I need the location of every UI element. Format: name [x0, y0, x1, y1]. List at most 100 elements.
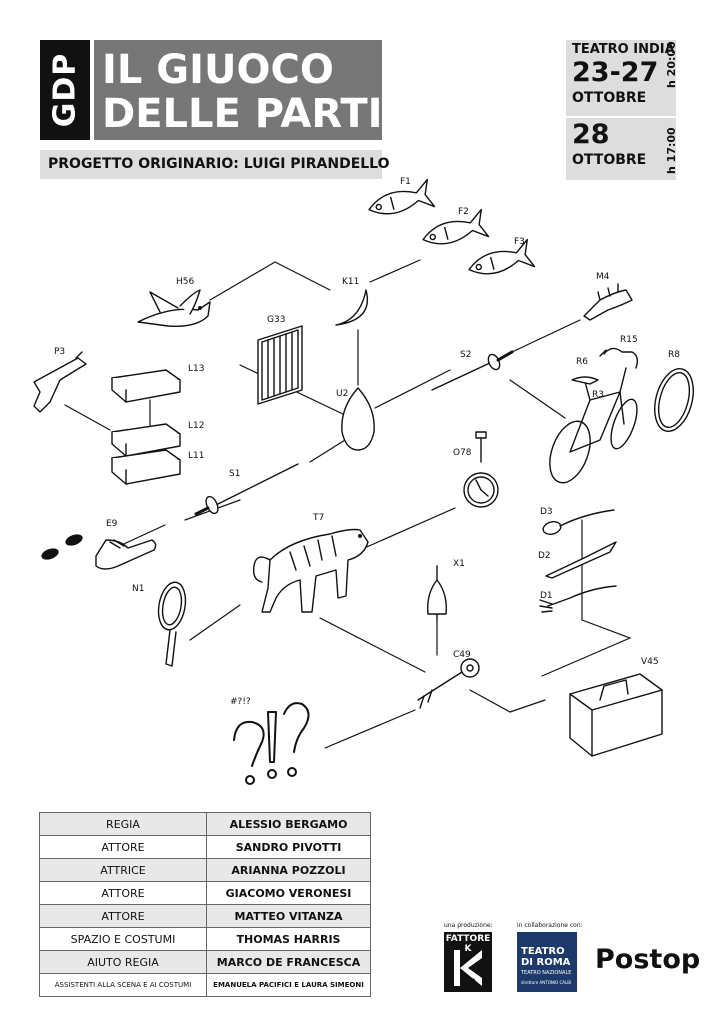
table-row: ATTORE GIACOMO VERONESI	[39, 881, 371, 905]
stopwatch-icon	[463, 431, 499, 508]
fish-icon	[422, 208, 490, 245]
credit-name: ALESSIO BERGAMO	[206, 812, 371, 836]
date-box: TEATRO INDIA 23-27 OTTOBRE h 20:00 28 OT…	[566, 40, 678, 180]
table-row: ATTRICE ARIANNA POZZOLI	[39, 858, 371, 882]
handlebar-icon	[599, 347, 639, 369]
sword-icon	[194, 463, 299, 516]
fish-icon	[368, 178, 436, 215]
label-r15: R15	[620, 335, 638, 345]
book-icon	[111, 449, 181, 485]
label-e9: E9	[106, 519, 118, 529]
label-x1: X1	[453, 559, 465, 569]
credit-name: MATTEO VITANZA	[206, 904, 371, 928]
venue: TEATRO INDIA	[572, 42, 675, 57]
label-v45: V45	[641, 657, 659, 667]
label-s2: S2	[460, 350, 471, 360]
label-d2: D2	[538, 551, 551, 561]
subtitle-bar: PROGETTO ORIGINARIO: LUIGI PIRANDELLO	[40, 150, 390, 179]
label-p3: P3	[54, 347, 65, 357]
table-row: SPAZIO E COSTUMI THOMAS HARRIS	[39, 927, 371, 951]
date-divider	[566, 116, 676, 118]
label-r3: R3	[592, 390, 604, 400]
label-question: #?!?	[230, 697, 251, 707]
label-r8: R8	[668, 350, 680, 360]
label-k11: K11	[342, 277, 359, 287]
table-row: REGIA ALESSIO BERGAMO	[39, 812, 371, 836]
footprints-icon	[41, 534, 83, 560]
label-t7: T7	[312, 513, 324, 523]
collaboration-label: in collaborazione con:	[517, 922, 583, 929]
question-marks-icon	[233, 702, 310, 785]
label-h56: H56	[176, 277, 194, 287]
object-labels: F1 F2 F3 H56 K11 M4 G33 P3 L13 L12 L11 U…	[54, 177, 680, 707]
ring-icon	[654, 368, 694, 432]
bell-icon	[427, 565, 447, 621]
label-u2: U2	[336, 389, 348, 399]
fattore-k-logo: FATTORE K	[444, 932, 492, 992]
label-s1: S1	[229, 469, 240, 479]
teatro-di-roma-logo: TEATRO DI ROMA TEATRO NAZIONALE direttor…	[517, 932, 577, 992]
credit-name: EMANUELA PACIFICI E LAURA SIMEONI	[206, 973, 371, 997]
credit-role: ATTORE	[39, 881, 207, 905]
label-o78: O78	[453, 448, 472, 458]
tiger-icon	[252, 528, 369, 613]
mirror-icon	[157, 581, 187, 667]
postop-logo: Postop	[595, 944, 701, 975]
label-n1: N1	[132, 584, 144, 594]
title-line-2: DELLE PARTI	[102, 91, 383, 137]
teatro-subtitle: TEATRO NAZIONALE	[521, 970, 572, 976]
object-map-illustration: F1 F2 F3 H56 K11 M4 G33 P3 L13 L12 L11 U…	[33, 177, 694, 785]
teatro-name-line-2: DI ROMA	[521, 957, 571, 968]
book-icon	[111, 423, 181, 457]
credit-role: ASSISTENTI ALLA SCENA E AI COSTUMI	[39, 973, 207, 997]
label-c49: C49	[453, 650, 471, 660]
moon-icon	[335, 289, 368, 326]
label-l12: L12	[188, 421, 204, 431]
suitcase-icon	[569, 673, 663, 757]
label-l11: L11	[188, 451, 204, 461]
date-single-month: OTTOBRE	[572, 152, 647, 168]
bicycle-icon	[549, 367, 638, 484]
credit-name: MARCO DE FRANCESCA	[206, 950, 371, 974]
acronym-block: GDP	[40, 40, 90, 140]
table-row: ASSISTENTI ALLA SCENA E AI COSTUMI EMANU…	[39, 973, 371, 997]
label-f3: F3	[514, 237, 525, 247]
production-label: una produzione:	[444, 922, 493, 929]
credit-role: ATTORE	[39, 904, 207, 928]
credit-role: REGIA	[39, 812, 207, 836]
glove-icon	[583, 283, 633, 321]
credit-role: SPAZIO E COSTUMI	[39, 927, 207, 951]
label-r6: R6	[576, 357, 588, 367]
date-range: 23-27	[572, 57, 659, 88]
sword-icon	[431, 350, 514, 391]
egg-icon	[341, 387, 375, 451]
label-d1: D1	[540, 591, 553, 601]
credit-name: SANDRO PIVOTTI	[206, 835, 371, 859]
teatro-name-line-1: TEATRO	[521, 946, 565, 957]
spoon-icon	[542, 509, 615, 535]
label-d3: D3	[540, 507, 553, 517]
knife-icon	[545, 541, 617, 579]
credit-name: ARIANNA POZZOLI	[206, 858, 371, 882]
date-single-time: h 17:00	[665, 127, 678, 174]
label-f2: F2	[458, 207, 469, 217]
label-l13: L13	[188, 364, 204, 374]
cage-icon	[257, 325, 303, 405]
credit-role: AIUTO REGIA	[39, 950, 207, 974]
table-row: ATTORE SANDRO PIVOTTI	[39, 835, 371, 859]
pistol-icon	[33, 351, 87, 413]
date-range-time: h 20:00	[665, 41, 678, 88]
fork-icon	[539, 585, 617, 613]
label-f1: F1	[400, 177, 411, 187]
fattore-k-name: FATTORE K	[445, 934, 491, 954]
credit-role: ATTRICE	[39, 858, 207, 882]
key-icon	[417, 658, 480, 709]
subtitle-text: PROGETTO ORIGINARIO: LUIGI PIRANDELLO	[48, 156, 390, 172]
label-m4: M4	[596, 272, 610, 282]
credit-name: GIACOMO VERONESI	[206, 881, 371, 905]
table-row: ATTORE MATTEO VITANZA	[39, 904, 371, 928]
credits-table: REGIA ALESSIO BERGAMO ATTORE SANDRO PIVO…	[39, 812, 371, 997]
shoe-icon	[95, 539, 157, 570]
credit-name: THOMAS HARRIS	[206, 927, 371, 951]
bird-icon	[137, 289, 211, 327]
